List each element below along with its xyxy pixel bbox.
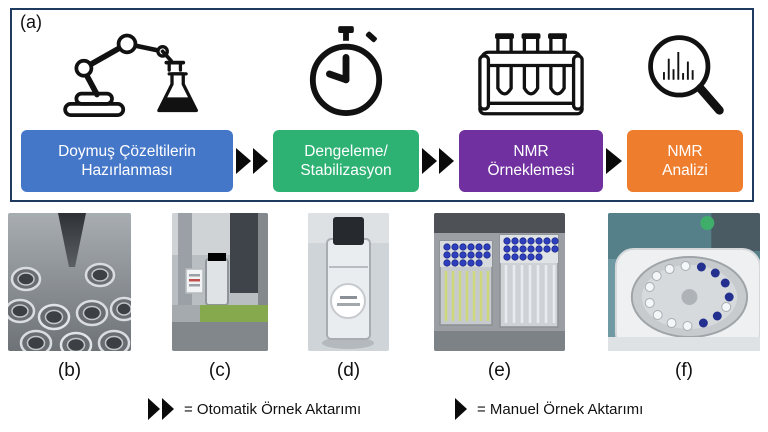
step-nmr-sampling: NMR Örneklemesi xyxy=(459,28,603,192)
step-equilibration: Dengeleme/ Stabilizasyon xyxy=(273,26,419,192)
nmr-tube-racks-photo: (e) xyxy=(434,213,565,382)
photo-label-b: (b) xyxy=(57,360,82,381)
stopwatch-icon xyxy=(305,26,387,120)
step-preparation: Doymuş Çözeltilerin Hazırlanması xyxy=(21,24,233,192)
robot-arm-flask-icon xyxy=(52,24,202,120)
photo-label-e: (e) xyxy=(487,360,512,381)
vial-filling-image xyxy=(8,213,131,351)
vial-filling-photo: (b) xyxy=(8,213,131,382)
liquid-handler-image xyxy=(172,213,268,351)
legend-manual-text: = Manuel Örnek Aktarımı xyxy=(477,400,644,418)
liquid-handler-photo: (c) xyxy=(172,213,268,382)
single-arrow-icon xyxy=(606,148,624,174)
step-nmr-analysis: NMR Analizi xyxy=(627,28,743,192)
nmr-autosampler-image xyxy=(608,213,760,351)
nmr-tube-racks-image xyxy=(434,213,565,351)
legend-manual: = Manuel Örnek Aktarımı xyxy=(455,398,643,420)
dispense-tip xyxy=(58,213,86,267)
double-arrow-icon xyxy=(148,398,175,420)
single-arrow-icon xyxy=(455,398,468,420)
double-arrow-icon xyxy=(236,148,270,174)
magnifier-spectrum-icon xyxy=(641,28,729,120)
legend-automatic-text: = Otomatik Örnek Aktarımı xyxy=(184,400,362,418)
photo-label-c: (c) xyxy=(208,360,232,381)
step-box-nmr-sampling: NMR Örneklemesi xyxy=(459,130,603,192)
test-tube-rack-icon xyxy=(478,28,584,120)
panel-a-label: (a) xyxy=(20,12,42,32)
workflow-flow: Doymuş Çözeltilerin Hazırlanması xyxy=(20,14,744,192)
step-box-nmr-analysis: NMR Analizi xyxy=(627,130,743,192)
double-arrow-icon xyxy=(422,148,456,174)
workflow-panel: (a) xyxy=(10,8,754,202)
photo-label-d: (d) xyxy=(336,360,361,381)
step-box-preparation: Doymuş Çözeltilerin Hazırlanması xyxy=(21,130,233,192)
legend-automatic: = Otomatik Örnek Aktarımı xyxy=(148,398,361,420)
photo-label-f: (f) xyxy=(675,360,693,381)
step-box-equilibration: Dengeleme/ Stabilizasyon xyxy=(273,130,419,192)
cuvette-image xyxy=(308,213,389,351)
cuvette-photo: (d) xyxy=(308,213,389,382)
nmr-autosampler-photo: (f) xyxy=(608,213,760,382)
